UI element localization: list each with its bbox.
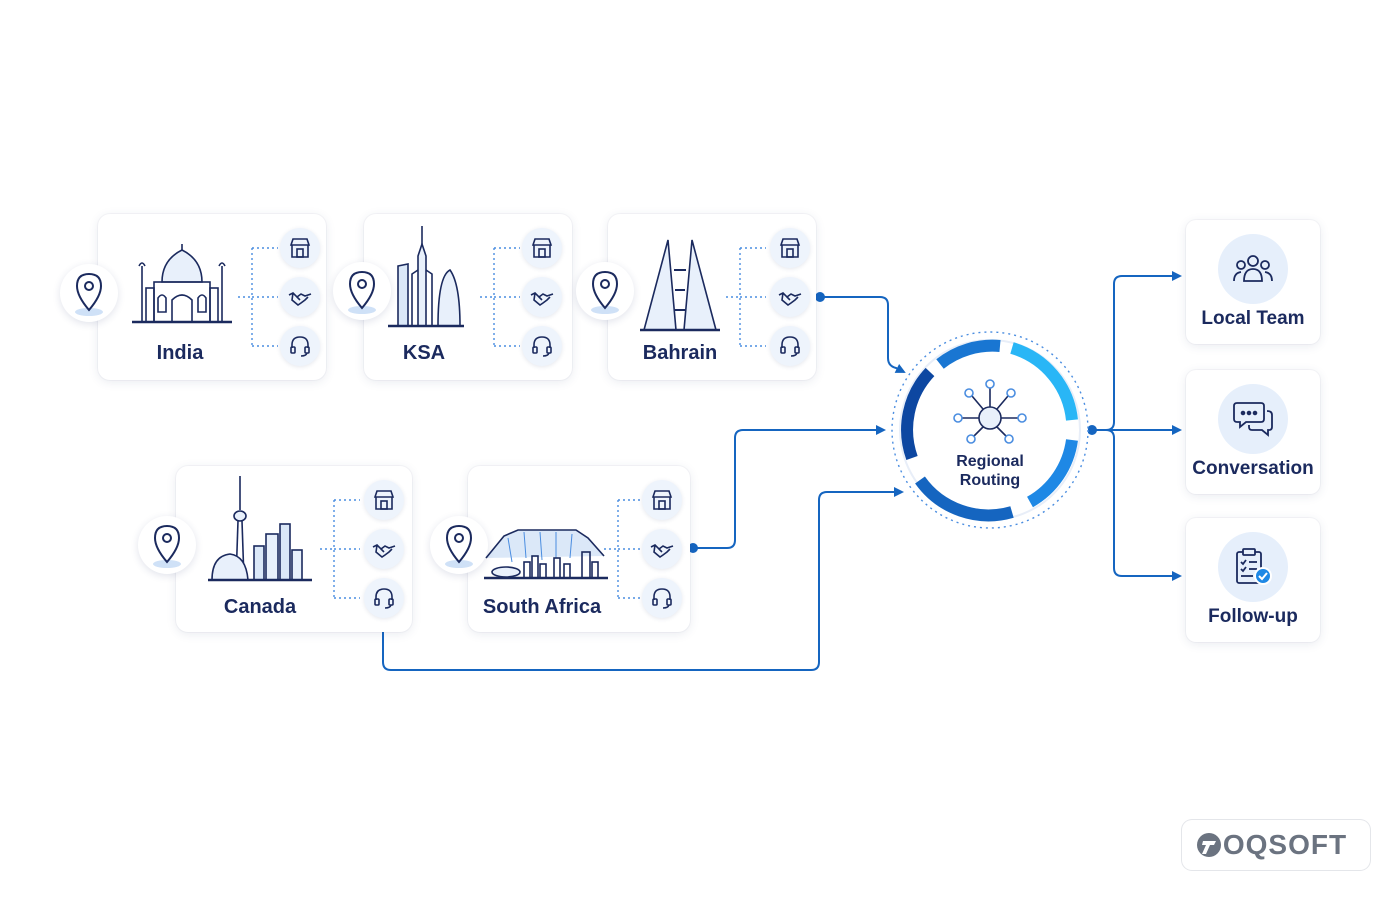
store-icon bbox=[531, 238, 553, 258]
map-pin-icon bbox=[75, 272, 103, 316]
country-label-ksa: KSA bbox=[402, 342, 446, 364]
connector-southafrica-hub bbox=[693, 425, 886, 549]
connector-hub-followup bbox=[1092, 429, 1182, 581]
country-card-south-africa: South Africa bbox=[468, 466, 690, 632]
output-label-local-team: Local Team bbox=[1201, 308, 1305, 329]
pin-bahrain bbox=[576, 262, 634, 320]
country-card-canada: Canada bbox=[176, 466, 412, 632]
output-label-follow-up: Follow-up bbox=[1208, 606, 1298, 627]
headset-icon bbox=[652, 588, 672, 609]
store-service-ksa[interactable] bbox=[522, 228, 562, 268]
headset-service-canada[interactable] bbox=[364, 578, 404, 618]
country-card-india: India bbox=[98, 214, 326, 380]
country-label-canada: Canada bbox=[223, 596, 297, 618]
store-service-bahrain[interactable] bbox=[770, 228, 810, 268]
network-hub-icon bbox=[953, 379, 1027, 444]
hub-label-line2: Routing bbox=[959, 472, 1021, 489]
connector-hub-localteam bbox=[1092, 271, 1182, 431]
country-label-bahrain: Bahrain bbox=[642, 342, 718, 364]
handshake-icon bbox=[288, 292, 312, 306]
clipboard-check-icon bbox=[1236, 548, 1272, 585]
connector-bahrain-hub bbox=[820, 296, 906, 373]
map-pin-icon bbox=[445, 524, 473, 568]
headset-icon bbox=[780, 336, 800, 357]
handshake-service-canada[interactable] bbox=[364, 529, 404, 569]
pin-south-africa bbox=[430, 516, 488, 574]
team-icon bbox=[1233, 255, 1273, 282]
handshake-icon bbox=[372, 544, 396, 558]
branch-dotted-ksa bbox=[480, 247, 520, 347]
store-icon bbox=[651, 490, 673, 510]
store-icon bbox=[289, 238, 311, 258]
brand-badge: OQSOFT bbox=[1182, 820, 1370, 870]
burj-khalifa-icon bbox=[388, 226, 464, 328]
taj-mahal-icon bbox=[132, 244, 232, 324]
handshake-icon bbox=[530, 292, 554, 306]
handshake-service-ksa[interactable] bbox=[522, 277, 562, 317]
output-icon-wrap bbox=[1218, 234, 1288, 304]
branch-dotted-bahrain bbox=[726, 247, 766, 347]
handshake-icon bbox=[650, 544, 674, 558]
headset-icon bbox=[374, 588, 394, 609]
map-pin-icon bbox=[153, 524, 181, 568]
brand-logo-icon bbox=[1197, 833, 1221, 857]
hub-label-line1: Regional bbox=[956, 453, 1024, 470]
store-service-canada[interactable] bbox=[364, 480, 404, 520]
headset-icon bbox=[290, 336, 310, 357]
connector-dot-bahrain bbox=[815, 292, 825, 302]
output-label-conversation: Conversation bbox=[1192, 458, 1314, 479]
regional-routing-hub bbox=[891, 331, 1089, 529]
branch-dotted-india bbox=[238, 247, 278, 347]
output-icon-wrap bbox=[1218, 532, 1288, 602]
output-card-follow-up[interactable]: Follow-up bbox=[1186, 518, 1320, 642]
headset-icon bbox=[532, 336, 552, 357]
hub-label: Regional Routing bbox=[940, 452, 1040, 490]
connector-canada-hub bbox=[382, 487, 904, 671]
branch-dotted-south-africa bbox=[604, 499, 644, 599]
map-pin-icon bbox=[348, 270, 376, 314]
country-label-south-africa: South Africa bbox=[482, 596, 602, 618]
headset-service-bahrain[interactable] bbox=[770, 326, 810, 366]
store-icon bbox=[373, 490, 395, 510]
pin-india bbox=[60, 264, 118, 322]
handshake-icon bbox=[778, 292, 802, 306]
map-pin-icon bbox=[591, 270, 619, 314]
handshake-service-south-africa[interactable] bbox=[642, 529, 682, 569]
handshake-service-bahrain[interactable] bbox=[770, 277, 810, 317]
connector-dot-southafrica bbox=[688, 543, 698, 553]
store-service-south-africa[interactable] bbox=[642, 480, 682, 520]
output-icon-wrap bbox=[1218, 384, 1288, 454]
output-card-local-team[interactable]: Local Team bbox=[1186, 220, 1320, 344]
headset-service-india[interactable] bbox=[280, 326, 320, 366]
headset-service-ksa[interactable] bbox=[522, 326, 562, 366]
country-card-bahrain: Bahrain bbox=[608, 214, 816, 380]
store-icon bbox=[779, 238, 801, 258]
brand-name: OQSOFT bbox=[1222, 829, 1348, 860]
headset-service-south-africa[interactable] bbox=[642, 578, 682, 618]
pin-canada bbox=[138, 516, 196, 574]
branch-dotted-canada bbox=[320, 499, 360, 599]
country-label-india: India bbox=[156, 342, 204, 364]
country-card-ksa: KSA bbox=[364, 214, 572, 380]
chat-bubbles-icon bbox=[1233, 402, 1273, 437]
output-card-conversation[interactable]: Conversation bbox=[1186, 370, 1320, 494]
pin-ksa bbox=[333, 262, 391, 320]
toronto-skyline-icon bbox=[208, 476, 312, 582]
handshake-service-india[interactable] bbox=[280, 277, 320, 317]
bahrain-wtc-icon bbox=[640, 239, 720, 332]
table-mountain-icon bbox=[484, 529, 608, 580]
store-service-india[interactable] bbox=[280, 228, 320, 268]
